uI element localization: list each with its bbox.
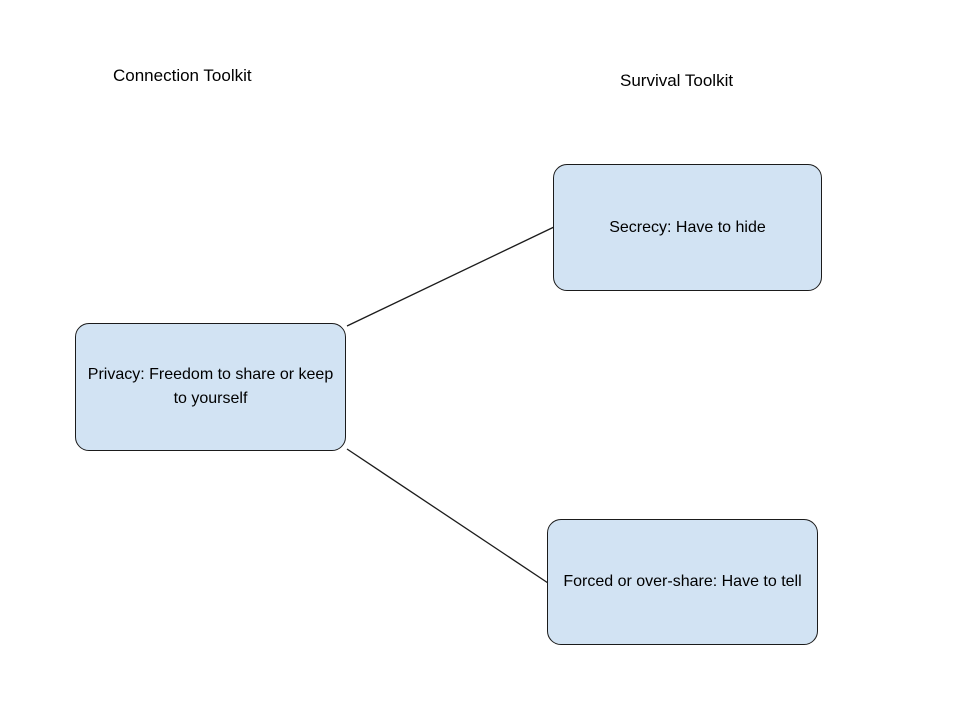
node-secrecy-label: Secrecy: Have to hide: [609, 218, 766, 236]
node-forced[interactable]: Forced or over-share: Have to tell: [547, 519, 818, 645]
node-privacy[interactable]: Privacy: Freedom to share or keep to you…: [75, 323, 346, 451]
connector-privacy-to-forced: [346, 448, 549, 584]
node-secrecy[interactable]: Secrecy: Have to hide: [553, 164, 822, 291]
connector-privacy-to-secrecy: [346, 226, 555, 327]
heading-survival-toolkit: Survival Toolkit: [620, 71, 734, 90]
node-privacy-label: Privacy: Freedom to share or keep to you…: [87, 366, 334, 407]
heading-connection-toolkit: Connection Toolkit: [113, 66, 252, 85]
node-forced-label: Forced or over-share: Have to tell: [563, 573, 802, 590]
